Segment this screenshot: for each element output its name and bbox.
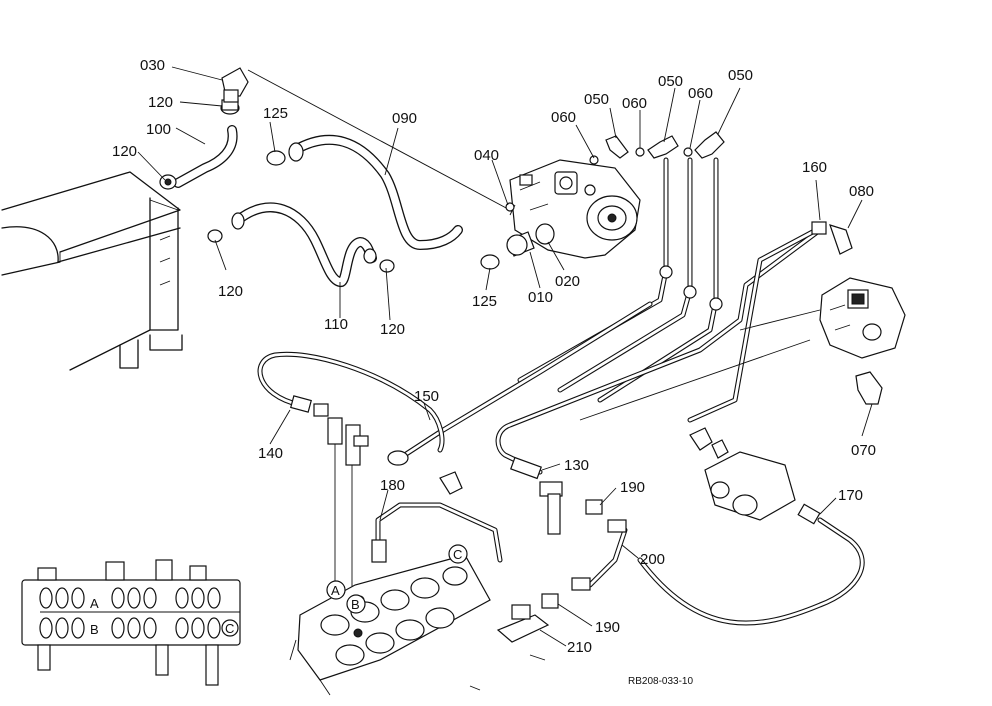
auxiliary-pump <box>819 277 906 359</box>
pipe-180 <box>371 471 503 563</box>
label-020: 020 <box>555 273 580 290</box>
leader-line <box>739 309 821 331</box>
label-100: 100 <box>146 121 171 138</box>
label-050: 050 <box>728 67 753 84</box>
control-valve <box>289 554 491 696</box>
label-200: 200 <box>640 551 665 568</box>
elbow-fitting-030 <box>221 67 249 103</box>
hose-130 <box>495 227 823 535</box>
drawing-code: RB208-033-10 <box>628 676 693 687</box>
label-120: 120 <box>218 283 243 300</box>
port-marker-a: A <box>331 583 340 598</box>
label-060: 060 <box>622 95 647 112</box>
label-010: 010 <box>528 289 553 306</box>
inset-port-b: B <box>90 622 99 637</box>
pressure-hoses <box>517 157 723 403</box>
label-120: 120 <box>380 321 405 338</box>
label-170: 170 <box>838 487 863 504</box>
label-190: 190 <box>620 479 645 496</box>
hose-110 <box>233 202 377 287</box>
port-marker-c: C <box>453 547 462 562</box>
label-125: 125 <box>263 105 288 122</box>
label-110: 110 <box>324 316 348 333</box>
hose-150 <box>257 301 653 466</box>
label-180: 180 <box>380 477 405 494</box>
machine-frame <box>1 171 183 371</box>
hose-100 <box>173 125 238 188</box>
label-210: 210 <box>567 639 592 656</box>
label-050: 050 <box>658 73 683 90</box>
label-140: 140 <box>258 445 283 462</box>
label-090: 090 <box>392 110 417 127</box>
label-050: 050 <box>584 91 609 108</box>
label-040: 040 <box>474 147 499 164</box>
hose-160 <box>687 221 853 423</box>
label-060: 060 <box>688 85 713 102</box>
callout-leaders <box>137 66 873 647</box>
pipe-200 <box>541 499 628 609</box>
label-030: 030 <box>140 57 165 74</box>
pump-outlet-fittings-050 <box>605 131 725 159</box>
label-070: 070 <box>851 442 876 459</box>
hose-170 <box>637 503 865 626</box>
hose-090 <box>290 134 463 250</box>
label-190: 190 <box>595 619 620 636</box>
part-labels: 030 120 100 120 125 090 120 110 120 040 … <box>112 57 876 656</box>
inset-port-c: C <box>225 621 234 636</box>
label-125: 125 <box>472 293 497 310</box>
leader-line <box>579 339 811 421</box>
label-150: 150 <box>414 388 439 405</box>
inset-port-a: A <box>90 596 99 611</box>
port-markers: A B C A B C <box>90 544 468 637</box>
port-marker-b: B <box>351 597 360 612</box>
label-130: 130 <box>564 457 589 474</box>
valve-inset <box>21 559 241 686</box>
pump-fitting-010 <box>506 223 555 257</box>
hose-140-assembly <box>290 395 369 600</box>
hose-clamps <box>159 99 500 273</box>
label-120: 120 <box>112 143 137 160</box>
bracket-210 <box>469 604 550 691</box>
label-120: 120 <box>148 94 173 111</box>
label-080: 080 <box>849 183 874 200</box>
label-060: 060 <box>551 109 576 126</box>
label-160: 160 <box>802 159 827 176</box>
leader-line <box>247 69 511 211</box>
elbow-fitting-070 <box>855 371 883 405</box>
aux-valve-block <box>689 427 796 521</box>
